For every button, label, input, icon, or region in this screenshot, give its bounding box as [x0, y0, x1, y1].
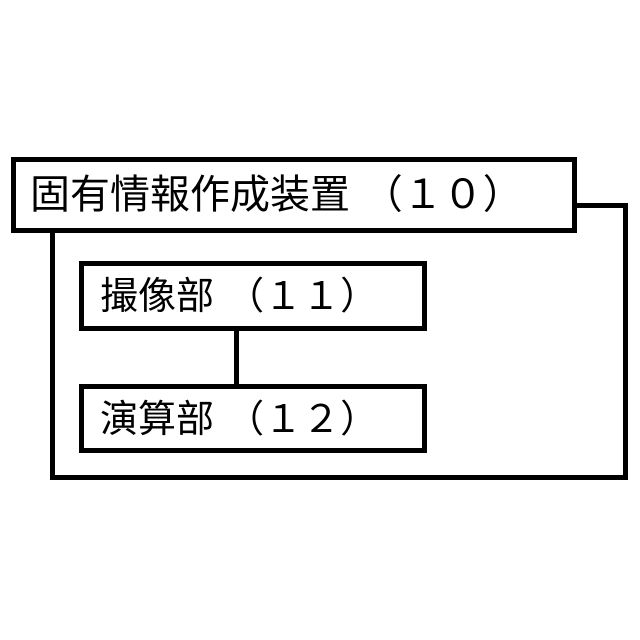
block-device-10: 固有情報作成装置 （１０）	[11, 157, 577, 233]
imaging-to-compute-connector	[234, 328, 239, 387]
block-compute-unit-12-label: 演算部 （１２）	[100, 396, 379, 441]
device-bracket-bottom-edge	[50, 475, 628, 480]
block-imaging-unit-11: 撮像部 （１１）	[79, 261, 427, 331]
block-imaging-unit-11-label: 撮像部 （１１）	[100, 274, 379, 318]
device-bracket-left-edge	[50, 229, 55, 480]
block-device-10-label: 固有情報作成装置 （１０）	[30, 172, 523, 218]
device-bracket-top-stub	[573, 203, 628, 208]
block-compute-unit-12: 演算部 （１２）	[79, 384, 427, 453]
device-bracket-right-edge	[623, 203, 628, 480]
